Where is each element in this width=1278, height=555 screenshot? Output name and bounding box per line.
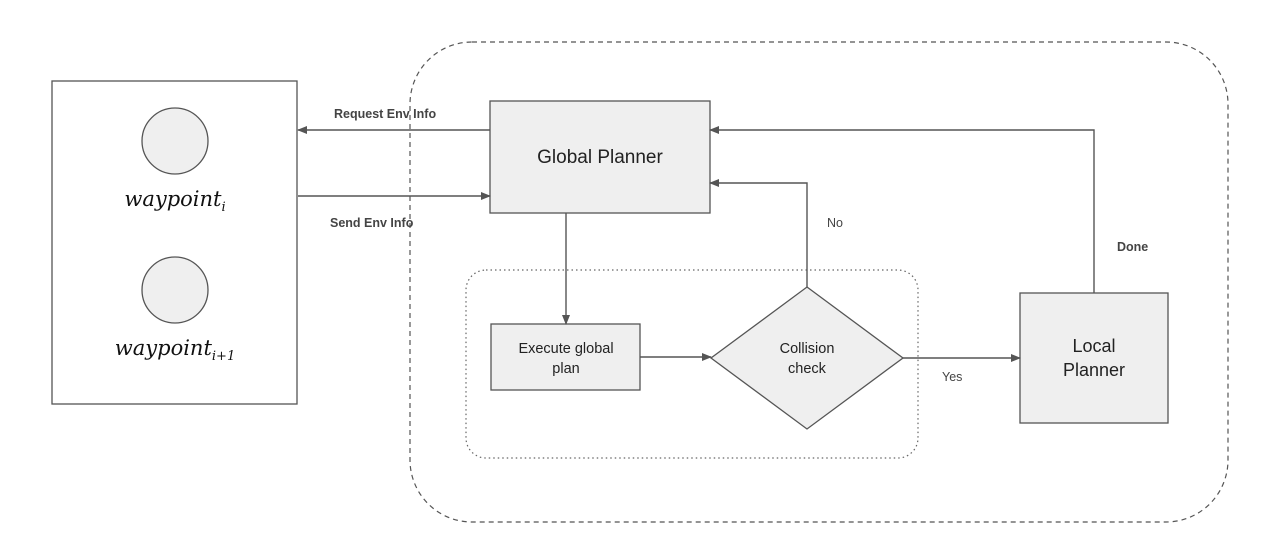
local-planner-box [1019, 292, 1169, 424]
execution-loop-boundary [465, 269, 919, 459]
waypoint-container [51, 80, 298, 405]
global-planner-box [489, 100, 711, 214]
request-env-label: Request Env Info [334, 107, 436, 121]
yes-label: Yes [942, 370, 962, 384]
waypoint-i-label: waypointi [124, 187, 225, 215]
done-feedback-arrow [709, 126, 1095, 293]
collision-check-label-line2: check [788, 361, 827, 377]
local-planner-label-line2: Planner [1063, 360, 1125, 380]
execute-plan-label-line2: plan [552, 361, 579, 377]
local-planner-label-line1: Local [1072, 336, 1115, 356]
execute-plan-box [490, 323, 641, 391]
execute-plan-label-line1: Execute global [518, 341, 613, 357]
global-planner-label: Global Planner [537, 147, 663, 168]
collision-check-diamond [709, 286, 905, 430]
no-label: No [827, 216, 843, 230]
waypoint-i-marker [141, 107, 209, 175]
done-label: Done [1117, 240, 1148, 254]
waypoint-i-plus-1-marker [141, 256, 209, 324]
planning-region-boundary [409, 41, 1229, 523]
waypoint-i-plus-1-label: waypointi+1 [115, 336, 235, 364]
no-feedback-arrow [709, 179, 808, 287]
collision-check-label-line1: Collision [780, 341, 835, 357]
send-env-label: Send Env Info [330, 216, 414, 230]
